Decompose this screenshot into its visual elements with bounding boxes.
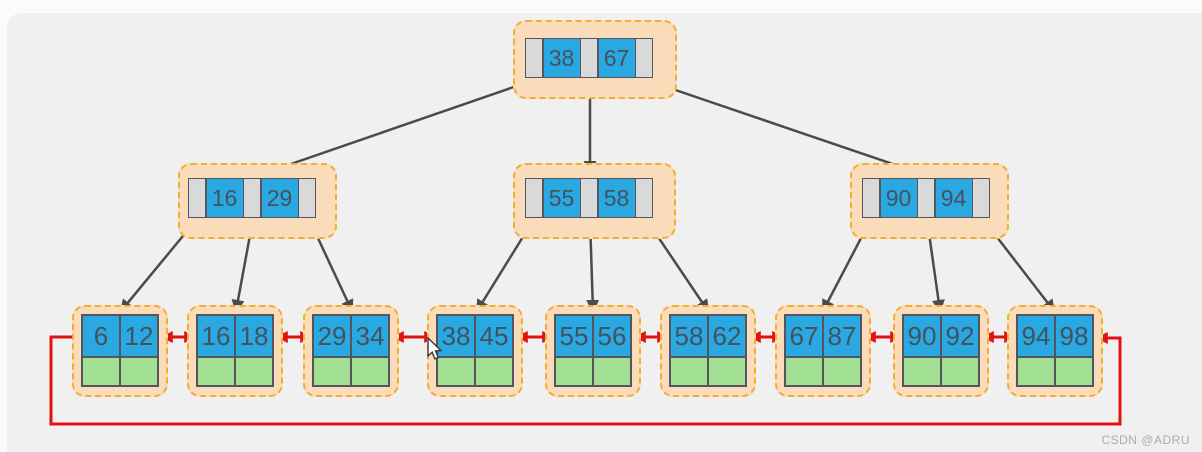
leaf-node-cells: 55 56 (554, 314, 632, 387)
internal-node-cells: 90 94 (862, 178, 990, 218)
key-cell: 56 (594, 316, 630, 356)
pointer-cell (973, 179, 989, 217)
data-cell (198, 358, 234, 385)
key-cell: 34 (352, 316, 388, 356)
leaf-node-cells: 38 45 (436, 314, 514, 387)
data-cell (314, 358, 350, 385)
leaf-node-cells: 90 92 (902, 314, 980, 387)
data-cell (121, 358, 157, 385)
key-cell: 55 (543, 179, 580, 217)
bptree-leaf-node-3: 38 45 (427, 305, 523, 397)
data-cell (556, 358, 592, 385)
key-cell: 67 (598, 39, 635, 77)
bptree-leaf-node-5: 58 62 (660, 305, 756, 397)
leaf-node-cells: 29 34 (312, 314, 390, 387)
key-cell: 45 (476, 316, 512, 356)
pointer-cell (299, 179, 315, 217)
key-cell: 38 (543, 39, 580, 77)
data-cell (824, 358, 860, 385)
key-cell: 29 (314, 316, 350, 356)
bptree-internal-node-1: 55 58 (513, 163, 676, 239)
pointer-cell (581, 179, 597, 217)
leaf-node-cells: 94 98 (1016, 314, 1094, 387)
pointer-cell (244, 179, 260, 217)
key-cell: 29 (261, 179, 298, 217)
pointer-cell (526, 179, 542, 217)
key-cell: 90 (904, 316, 940, 356)
data-cell (904, 358, 940, 385)
data-cell (594, 358, 630, 385)
key-cell: 16 (198, 316, 234, 356)
data-cell (1056, 358, 1092, 385)
key-cell: 62 (709, 316, 745, 356)
bptree-leaf-node-1: 16 18 (187, 305, 283, 397)
pointer-cell (918, 179, 934, 217)
bptree-internal-node-0: 16 29 (178, 163, 337, 239)
key-cell: 58 (598, 179, 635, 217)
data-cell (671, 358, 707, 385)
bptree-leaf-node-0: 6 12 (72, 305, 168, 397)
data-cell (476, 358, 512, 385)
key-cell: 90 (880, 179, 917, 217)
bptree-leaf-node-7: 90 92 (893, 305, 989, 397)
key-cell: 98 (1056, 316, 1092, 356)
leaf-node-cells: 6 12 (81, 314, 159, 387)
data-cell (786, 358, 822, 385)
key-cell: 38 (438, 316, 474, 356)
pointer-cell (581, 39, 597, 77)
data-cell (709, 358, 745, 385)
leaf-node-cells: 16 18 (196, 314, 274, 387)
internal-node-cells: 55 58 (525, 178, 653, 218)
pointer-cell (526, 39, 542, 77)
data-cell (352, 358, 388, 385)
pointer-cell (636, 39, 652, 77)
key-cell: 12 (121, 316, 157, 356)
bptree-root-node: 38 67 (513, 20, 677, 99)
key-cell: 6 (83, 316, 119, 356)
leaf-node-cells: 58 62 (669, 314, 747, 387)
data-cell (1018, 358, 1054, 385)
pointer-cell (863, 179, 879, 217)
data-cell (942, 358, 978, 385)
internal-node-cells: 16 29 (188, 178, 316, 218)
root-node-cells: 38 67 (525, 38, 653, 78)
data-cell (236, 358, 272, 385)
key-cell: 87 (824, 316, 860, 356)
data-cell (83, 358, 119, 385)
key-cell: 67 (786, 316, 822, 356)
bptree-leaf-node-4: 55 56 (545, 305, 641, 397)
data-cell (438, 358, 474, 385)
key-cell: 55 (556, 316, 592, 356)
key-cell: 92 (942, 316, 978, 356)
key-cell: 58 (671, 316, 707, 356)
leaf-node-cells: 67 87 (784, 314, 862, 387)
key-cell: 16 (206, 179, 243, 217)
pointer-cell (636, 179, 652, 217)
bptree-leaf-node-6: 67 87 (775, 305, 871, 397)
bptree-leaf-node-8: 94 98 (1007, 305, 1103, 397)
key-cell: 18 (236, 316, 272, 356)
bptree-internal-node-2: 90 94 (850, 163, 1009, 239)
pointer-cell (189, 179, 205, 217)
key-cell: 94 (935, 179, 972, 217)
bptree-leaf-node-2: 29 34 (303, 305, 399, 397)
watermark-text: CSDN @ADRU (1101, 433, 1190, 447)
key-cell: 94 (1018, 316, 1054, 356)
mouse-cursor-icon (427, 337, 443, 360)
